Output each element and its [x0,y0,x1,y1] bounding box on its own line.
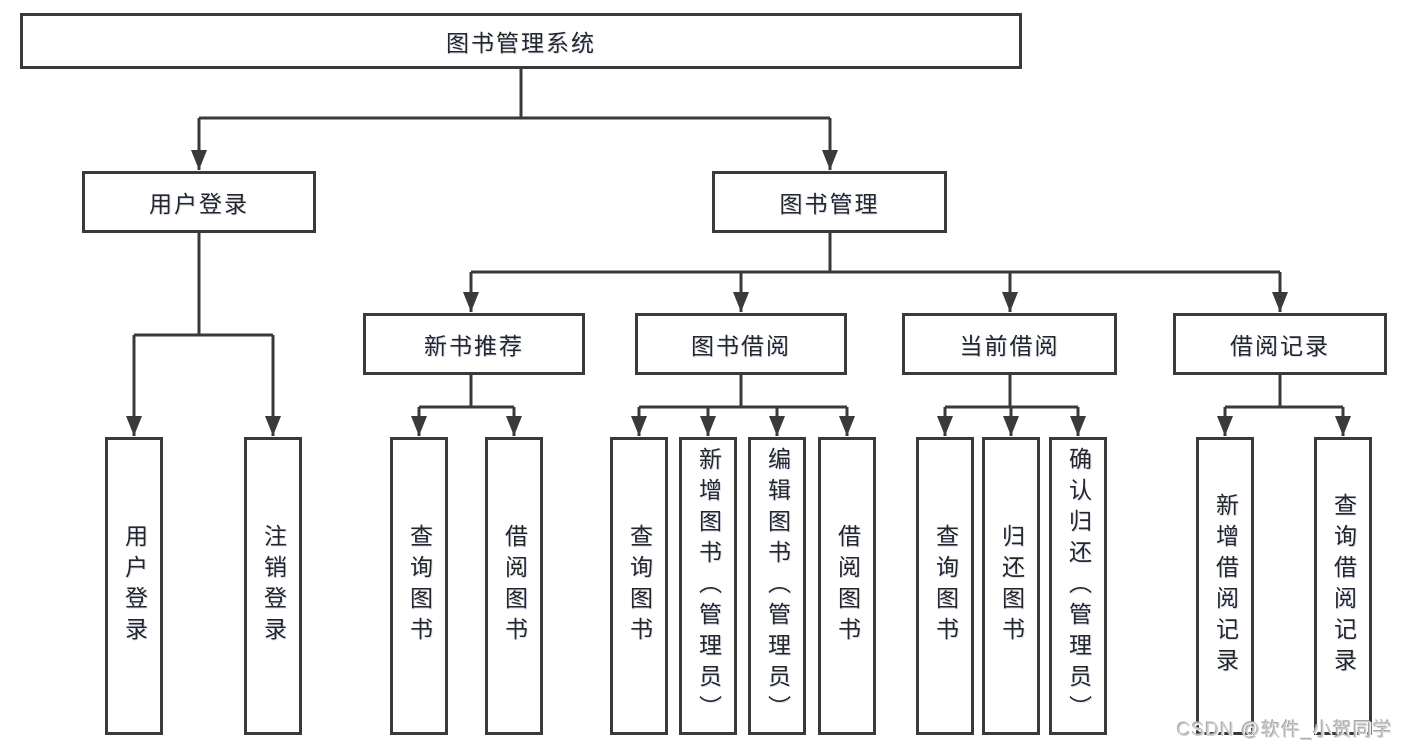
node-new-book-recommend: 新书推荐 [363,313,585,375]
leaf-return-books: 归还图书 [982,437,1040,735]
node-current-borrow: 当前借阅 [902,313,1117,375]
node-book-borrow: 图书借阅 [635,313,847,375]
csdn-watermark: CSDN @软件_小贺同学 [1177,720,1393,741]
node-root-system: 图书管理系统 [20,13,1022,69]
leaf-confirm-return-admin: 确认归还（管理员） [1049,437,1107,735]
leaf-query-books-borrow: 查询图书 [610,437,668,735]
leaf-add-books-admin: 新增图书（管理员） [679,437,737,735]
leaf-borrow-books-recommend: 借阅图书 [485,437,543,735]
leaf-query-books-current: 查询图书 [916,437,974,735]
leaf-borrow-books: 借阅图书 [818,437,876,735]
leaf-query-borrow-record: 查询借阅记录 [1314,437,1372,735]
leaf-query-books-recommend: 查询图书 [390,437,448,735]
node-user-login: 用户登录 [82,171,316,233]
node-borrow-records: 借阅记录 [1173,313,1387,375]
leaf-logout: 注销登录 [244,437,302,735]
leaf-user-login: 用户登录 [105,437,163,735]
leaf-edit-books-admin: 编辑图书（管理员） [748,437,806,735]
leaf-add-borrow-record: 新增借阅记录 [1196,437,1254,735]
node-book-management: 图书管理 [712,171,947,233]
